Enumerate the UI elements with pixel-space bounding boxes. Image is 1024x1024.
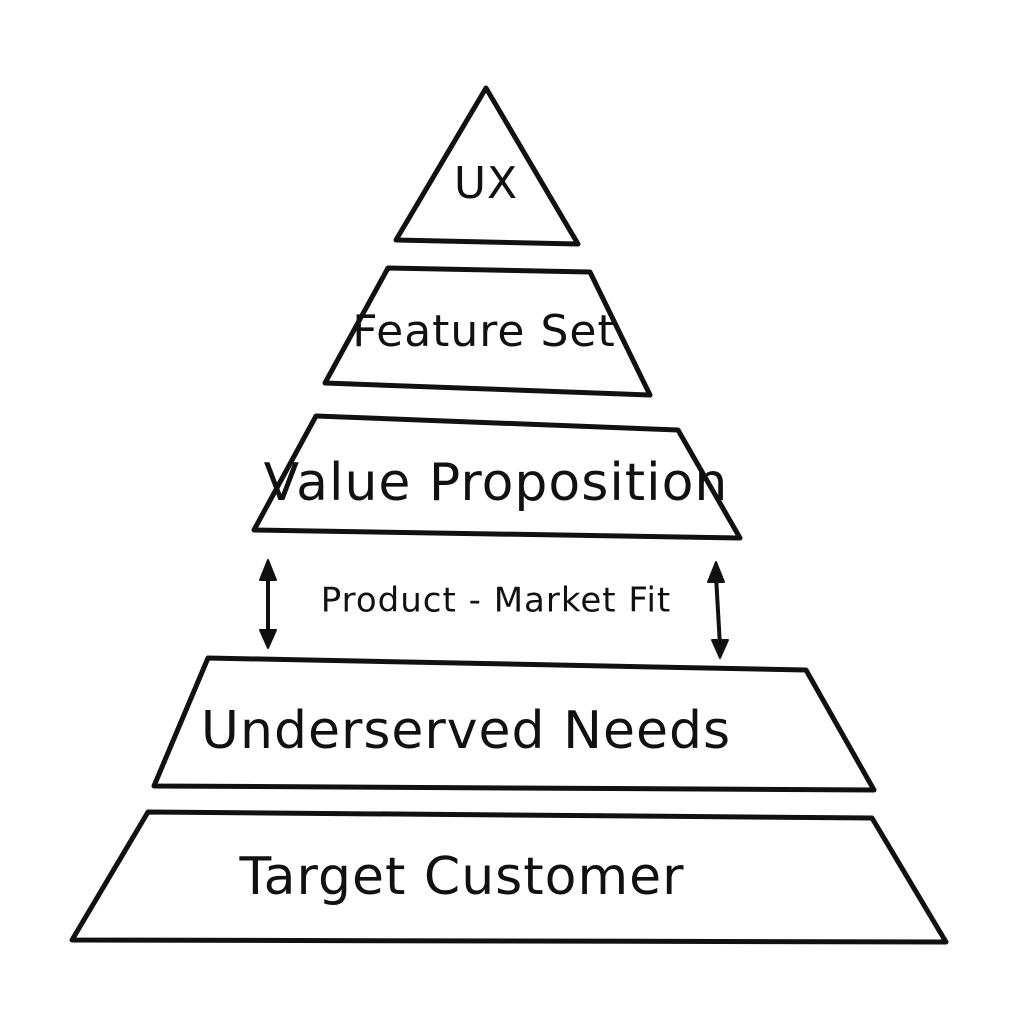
layer-ux-shape xyxy=(393,85,581,247)
layer-feature-set-label: Feature Set xyxy=(352,306,616,357)
layer-value-proposition: Value Proposition xyxy=(251,413,743,541)
product-market-fit-gap: Product - Market Fit xyxy=(259,559,729,659)
layer-underserved-needs: Underserved Needs xyxy=(151,655,877,793)
layer-feature-set: Feature Set xyxy=(322,265,653,398)
right-double-arrow xyxy=(707,561,729,659)
layer-underserved-needs-shape xyxy=(151,655,877,793)
layer-value-proposition-label: Value Proposition xyxy=(264,453,729,513)
layer-target-customer-label: Target Customer xyxy=(239,847,685,907)
left-double-arrow xyxy=(259,559,277,649)
product-market-fit-label: Product - Market Fit xyxy=(321,581,672,621)
layer-underserved-needs-label: Underserved Needs xyxy=(201,701,731,761)
layer-ux-label: UX xyxy=(454,158,518,209)
layer-ux: UX xyxy=(393,85,581,247)
layer-target-customer: Target Customer xyxy=(69,809,949,945)
layer-target-customer-shape xyxy=(69,809,949,945)
layer-value-proposition-shape xyxy=(251,413,743,541)
layer-feature-set-shape xyxy=(322,265,653,398)
